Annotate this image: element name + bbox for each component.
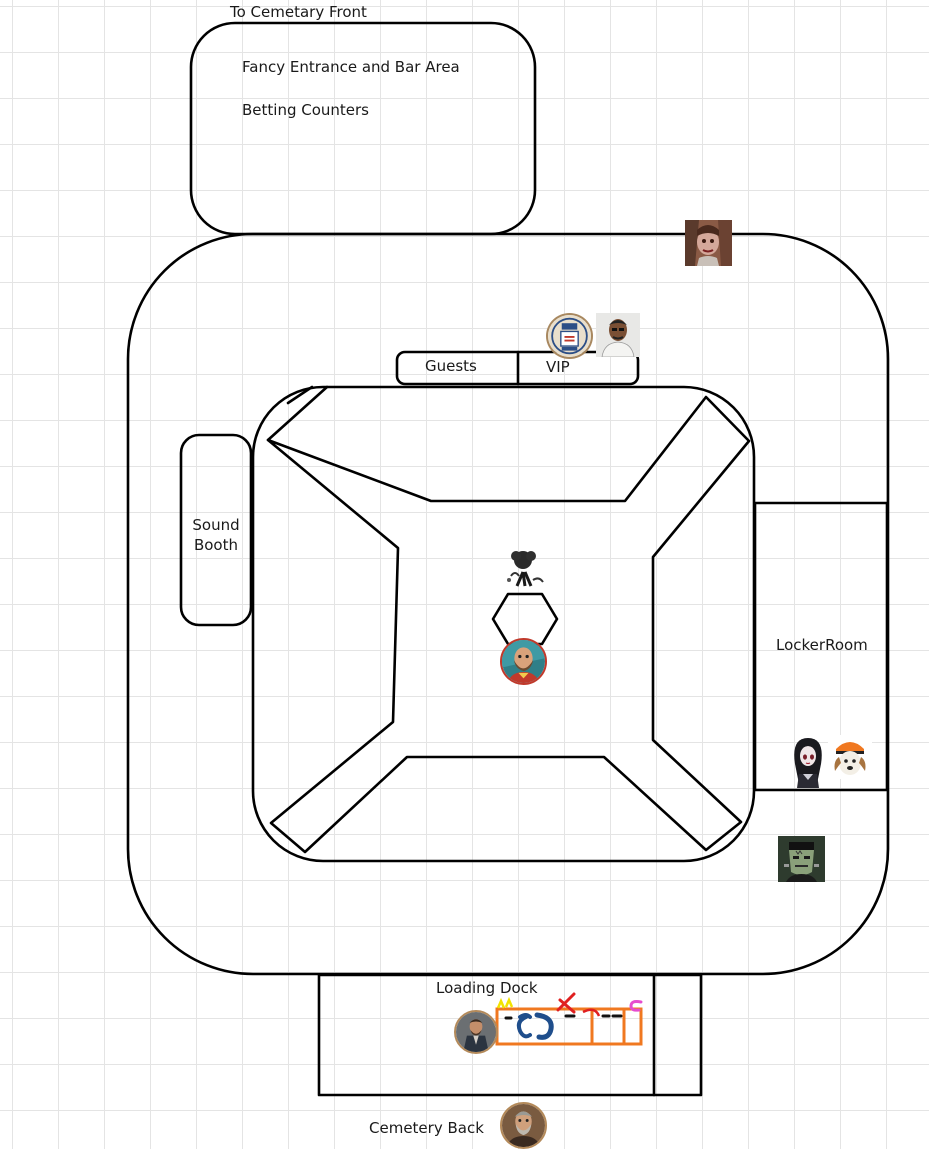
- round-portrait-old-man-icon: [502, 1104, 545, 1147]
- cemetery-back-label: Cemetery Back: [369, 1119, 484, 1137]
- dark-figure-token[interactable]: [503, 546, 547, 588]
- outer-arena: [126, 232, 890, 976]
- zombie-bride-token[interactable]: [685, 220, 732, 266]
- portrait-pale-zombie-icon: [685, 220, 732, 266]
- cemetery-man-token[interactable]: [500, 1102, 547, 1149]
- sound-booth: [179, 433, 253, 627]
- dog-helmet-token[interactable]: [828, 735, 872, 779]
- portrait-frankenstein-icon: [778, 836, 825, 882]
- center-hexagon: [491, 592, 559, 646]
- frankenstein-token[interactable]: [778, 836, 825, 882]
- locker-room-label: LockerRoom: [776, 636, 868, 654]
- entrance-bar-label: Fancy Entrance and Bar Area: [242, 58, 460, 76]
- loading-dock: [317, 973, 703, 1097]
- round-portrait-man-icon: [456, 1012, 496, 1052]
- vip-badge-token[interactable]: [546, 313, 593, 359]
- cemetery-front-label: To Cemetary Front: [230, 3, 367, 21]
- tree-silhouette-icon: [507, 551, 544, 587]
- vip-label: VIP: [546, 358, 570, 376]
- guests-label: Guests: [425, 357, 477, 375]
- goth-girl-token[interactable]: [789, 734, 827, 788]
- ring-star-shape: [266, 395, 751, 854]
- bald-man-token[interactable]: [596, 313, 640, 357]
- referee-token[interactable]: [500, 638, 547, 685]
- ring-corner-lines: [266, 385, 329, 442]
- dock-worker-token[interactable]: [454, 1010, 498, 1054]
- entrance-bar-area: [189, 21, 537, 236]
- portrait-dog-icon: [828, 735, 872, 779]
- betting-label: Betting Counters: [242, 101, 370, 119]
- round-portrait-bearded-icon: [502, 640, 545, 683]
- loading-dock-label: Loading Dock: [436, 979, 538, 997]
- round-badge-icon: [548, 315, 591, 357]
- crates-graffiti: [495, 992, 643, 1046]
- ring-outline: [251, 385, 756, 863]
- sound-booth-label: Sound Booth: [192, 516, 240, 554]
- portrait-goth-girl-icon: [794, 738, 822, 788]
- portrait-bald-man-icon: [596, 313, 640, 357]
